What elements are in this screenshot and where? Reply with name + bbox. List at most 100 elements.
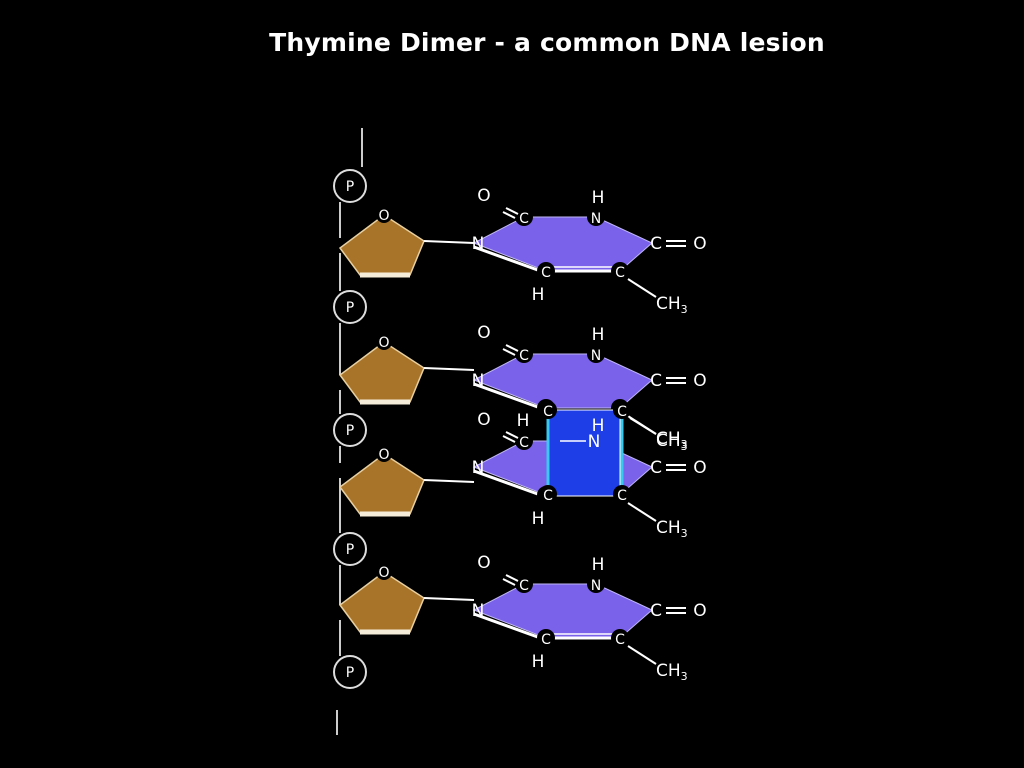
phosphate-circle (333, 413, 367, 447)
atom-n3-dot (587, 345, 605, 363)
dimer-c: C (543, 404, 553, 420)
atom-c5-dot (611, 629, 629, 647)
sugar-ring (338, 453, 425, 515)
sugar-ring (338, 341, 425, 403)
phosphate-circle (333, 290, 367, 324)
atom-o4: O (693, 234, 706, 254)
atom-n3: N (591, 348, 601, 364)
sugar-ring (338, 571, 425, 633)
atom-h3: H (592, 555, 605, 575)
dimer-nh-n: N (588, 432, 601, 452)
atom-n3: N (591, 578, 601, 594)
glycosidic-bond (423, 367, 475, 371)
dimer-c: C (617, 488, 627, 504)
dimer-methyl-subscript: 3 (681, 438, 688, 451)
glycosidic-bond (423, 597, 475, 601)
dimer-c-dot (613, 485, 631, 503)
phosphate-label: P (346, 423, 354, 439)
atom-c4: C (650, 371, 662, 391)
atom-o2: O (477, 186, 490, 206)
phosphate-circle (333, 169, 367, 203)
dimer-c-dot (613, 401, 631, 419)
carbonyl-bond (505, 431, 519, 439)
atom-c6-dot (537, 262, 555, 280)
methyl-subscript: 3 (681, 303, 688, 316)
atom-c5: C (615, 265, 625, 281)
sugar-ring (338, 214, 425, 276)
atom-n3-dot (587, 575, 605, 593)
deoxyribose-sugar: O (338, 564, 475, 635)
atom-o2: O (477, 323, 490, 343)
methyl-group: CH3 (656, 661, 688, 683)
phosphate-circle (333, 532, 367, 566)
atom-o4: O (693, 601, 706, 621)
atom-n1: N (472, 371, 485, 391)
atom-h6: H (532, 285, 545, 305)
atom-o2: O (477, 553, 490, 573)
atom-n1: N (472, 458, 485, 478)
dimer-nh-h: H (592, 416, 605, 436)
dimer-methyl: CH3 (656, 429, 688, 451)
phosphate-label: P (346, 179, 354, 195)
glycosidic-bond (423, 479, 475, 483)
carbonyl-bond (505, 344, 519, 352)
nucleotides: ONCNHCOOCCHCH3ONCNHCOOCCCH3ONCNHCOOCCHCH… (338, 186, 707, 683)
atom-c2-dot (515, 432, 533, 450)
dimer-ring (547, 409, 621, 497)
base-edge (473, 469, 547, 499)
atom-o2: O (477, 410, 490, 430)
thymine-base: NCNHCOOCCCH3 (472, 323, 707, 453)
atom-h6: H (532, 509, 545, 529)
base-edge (473, 245, 547, 275)
methyl-group: CH3 (656, 294, 688, 316)
phosphate-label: P (346, 300, 354, 316)
carbonyl-bond (505, 207, 519, 215)
methyl-subscript: 3 (681, 440, 688, 453)
phosphate-circle (333, 655, 367, 689)
atom-n1: N (472, 234, 485, 254)
ring-oxygen-label: O (378, 565, 389, 581)
methyl-group: CH3 (656, 518, 688, 540)
carbonyl-bond (502, 348, 516, 356)
atom-c2-dot (515, 208, 533, 226)
atom-n3-dot (587, 208, 605, 226)
atom-o4: O (693, 371, 706, 391)
atom-c2: C (519, 348, 529, 364)
carbonyl-bond (505, 574, 519, 582)
dimer-c: C (543, 488, 553, 504)
dimer-h: H (517, 411, 530, 431)
ring-oxygen-dot (376, 334, 392, 350)
atom-c4: C (650, 234, 662, 254)
carbonyl-bond (502, 435, 516, 443)
base-ring (472, 353, 653, 409)
dimer-c: C (617, 404, 627, 420)
phosphate-label: P (346, 542, 354, 558)
ring-oxygen-dot (376, 564, 392, 580)
atom-c6: C (541, 632, 551, 648)
atom-c2-dot (515, 345, 533, 363)
ring-oxygen-label: O (378, 447, 389, 463)
carbonyl-bond (502, 211, 516, 219)
atom-c2: C (519, 578, 529, 594)
dimer-methyl-bond (629, 417, 657, 435)
atom-h6: H (532, 652, 545, 672)
carbonyl-bond (502, 578, 516, 586)
ring-oxygen-dot (376, 446, 392, 462)
atom-c4: C (650, 458, 662, 478)
dimer-c-dot (539, 485, 557, 503)
ring-oxygen-label: O (378, 335, 389, 351)
deoxyribose-sugar: O (338, 446, 475, 517)
methyl-bond (627, 502, 657, 522)
atom-c5-dot (611, 262, 629, 280)
methyl-group: CH3 (656, 431, 688, 453)
atom-n3: N (591, 211, 601, 227)
atom-c5: C (615, 632, 625, 648)
base-ring (472, 216, 653, 272)
dimer-c-dot (539, 401, 557, 419)
